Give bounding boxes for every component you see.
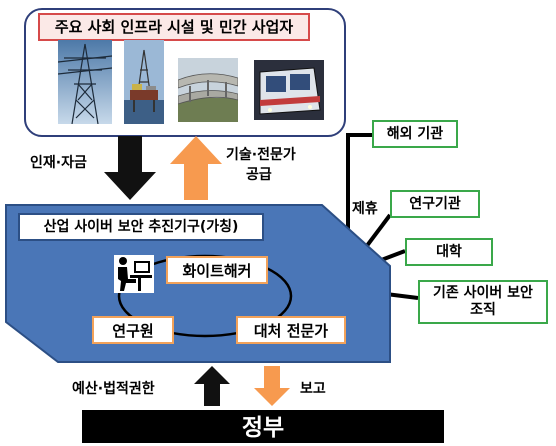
report-label: 보고 bbox=[300, 381, 326, 397]
research-institute-box: 연구기관 bbox=[390, 190, 480, 218]
infrastructure-title: 주요 사회 인프라 시설 및 민간 사업자 bbox=[38, 13, 310, 41]
tech-supply-arrow bbox=[170, 136, 222, 200]
researcher-box: 연구원 bbox=[92, 316, 174, 344]
white-hacker-box: 화이트해커 bbox=[166, 256, 268, 284]
talent-funding-label: 인재·자금 bbox=[30, 155, 87, 171]
tech-supply-label-line1: 기술·전문가 bbox=[226, 147, 296, 163]
report-arrow bbox=[254, 366, 290, 406]
university-box: 대학 bbox=[405, 238, 493, 266]
government-bar: 정부 bbox=[82, 410, 444, 443]
budget-authority-arrow bbox=[194, 366, 230, 406]
organization-title: 산업 사이버 보안 추진기구(가칭) bbox=[18, 213, 264, 241]
tech-supply-label-line2: 공급 bbox=[246, 167, 272, 183]
talent-funding-arrow bbox=[104, 136, 156, 200]
alliance-label: 제휴 bbox=[352, 201, 378, 217]
highway-interchange-photo bbox=[178, 58, 238, 122]
overseas-agency-box: 해외 기관 bbox=[372, 120, 458, 148]
response-expert-box: 대처 전문가 bbox=[236, 316, 346, 344]
worker-at-computer-icon bbox=[114, 255, 154, 293]
oil-platform-photo bbox=[124, 40, 164, 124]
budget-authority-label: 예산·법적권한 bbox=[72, 381, 155, 397]
existing-security-org-box: 기존 사이버 보안 조직 bbox=[418, 280, 548, 324]
power-tower-photo bbox=[58, 40, 112, 124]
subway-train-photo bbox=[254, 60, 324, 120]
